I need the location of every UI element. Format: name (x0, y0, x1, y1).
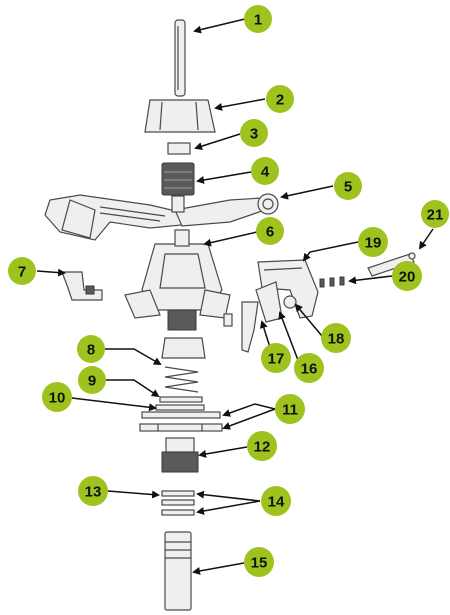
svg-text:14: 14 (268, 494, 285, 511)
leader-lines (36, 18, 434, 575)
leader-6 (203, 231, 258, 247)
callout-19: 19 (358, 227, 388, 257)
svg-text:3: 3 (250, 126, 258, 143)
leader-12 (198, 446, 248, 458)
leader-7 (36, 268, 66, 277)
part-4-bearing (161, 162, 195, 196)
svg-text:13: 13 (85, 484, 102, 501)
part-6-body (124, 229, 231, 331)
svg-text:8: 8 (87, 342, 95, 359)
leader-8 (105, 348, 162, 365)
part-14-washers (161, 499, 195, 516)
svg-text:1: 1 (254, 12, 262, 29)
callout-4: 4 (251, 157, 279, 185)
svg-text:18: 18 (328, 331, 345, 348)
part-1-nozzle-pin (174, 19, 186, 97)
part-20-rings (319, 276, 345, 288)
svg-text:16: 16 (301, 361, 318, 378)
callout-20: 20 (392, 261, 422, 291)
leader-11a (222, 403, 276, 417)
callout-14: 14 (261, 486, 291, 516)
leader-11b (222, 408, 276, 430)
callout-1: 1 (244, 5, 272, 33)
leader-14a (196, 490, 261, 502)
callout-badges: 1 2 3 4 5 6 7 8 9 10 11 12 13 14 15 16 1… (8, 5, 449, 577)
part-11-seals (139, 411, 223, 432)
callout-8: 8 (77, 335, 105, 363)
leader-14b (196, 500, 261, 515)
part-3-washer (167, 142, 191, 155)
part-15-threaded-base (164, 531, 192, 611)
svg-text:4: 4 (261, 164, 270, 181)
leader-5 (280, 185, 334, 200)
leader-4 (196, 171, 252, 184)
leader-15 (192, 562, 245, 575)
svg-text:2: 2 (276, 92, 284, 109)
callout-10: 10 (42, 382, 72, 412)
part-13-seal (161, 490, 195, 497)
part-7-fitting (61, 271, 103, 301)
svg-text:11: 11 (282, 402, 298, 419)
callout-2: 2 (266, 85, 294, 113)
svg-text:15: 15 (251, 555, 268, 572)
callout-7: 7 (8, 257, 36, 285)
callout-11: 11 (275, 394, 305, 424)
part-2-cap (144, 99, 216, 133)
callout-5: 5 (334, 172, 362, 200)
part-21-rod (367, 252, 416, 277)
callout-17: 17 (261, 343, 291, 373)
callout-21: 21 (421, 200, 449, 228)
svg-text:20: 20 (399, 269, 416, 286)
leader-19 (302, 241, 359, 262)
callout-6: 6 (256, 217, 284, 245)
part-12-bushing (161, 437, 199, 473)
callout-16: 16 (294, 353, 324, 383)
leader-20 (348, 275, 393, 285)
part-collar (161, 337, 206, 359)
part-18-pivot (283, 295, 297, 309)
callout-12: 12 (247, 431, 277, 461)
svg-text:6: 6 (266, 224, 274, 241)
svg-text:19: 19 (365, 235, 382, 252)
callout-3: 3 (240, 119, 268, 147)
leader-2 (214, 98, 266, 111)
part-9-washer (159, 396, 203, 403)
callout-13: 13 (78, 476, 108, 506)
leader-21 (418, 228, 434, 250)
svg-text:12: 12 (254, 439, 271, 456)
callout-15: 15 (244, 547, 274, 577)
leader-10 (71, 397, 157, 412)
svg-text:5: 5 (344, 179, 352, 196)
part-5-nozzle-arm (44, 193, 279, 241)
part-8-spring (164, 366, 199, 393)
svg-text:7: 7 (18, 264, 26, 281)
leader-3 (194, 133, 241, 150)
leader-9 (106, 379, 160, 398)
leader-13 (107, 490, 160, 499)
svg-text:21: 21 (427, 207, 444, 224)
svg-text:10: 10 (49, 390, 66, 407)
callout-9: 9 (78, 366, 106, 394)
svg-text:9: 9 (88, 373, 96, 390)
callout-18: 18 (321, 323, 351, 353)
part-10-washer (155, 404, 205, 411)
svg-text:17: 17 (268, 351, 285, 368)
part-17-trip-arm (223, 301, 259, 353)
leader-1 (193, 18, 246, 34)
leader-18 (294, 303, 323, 337)
